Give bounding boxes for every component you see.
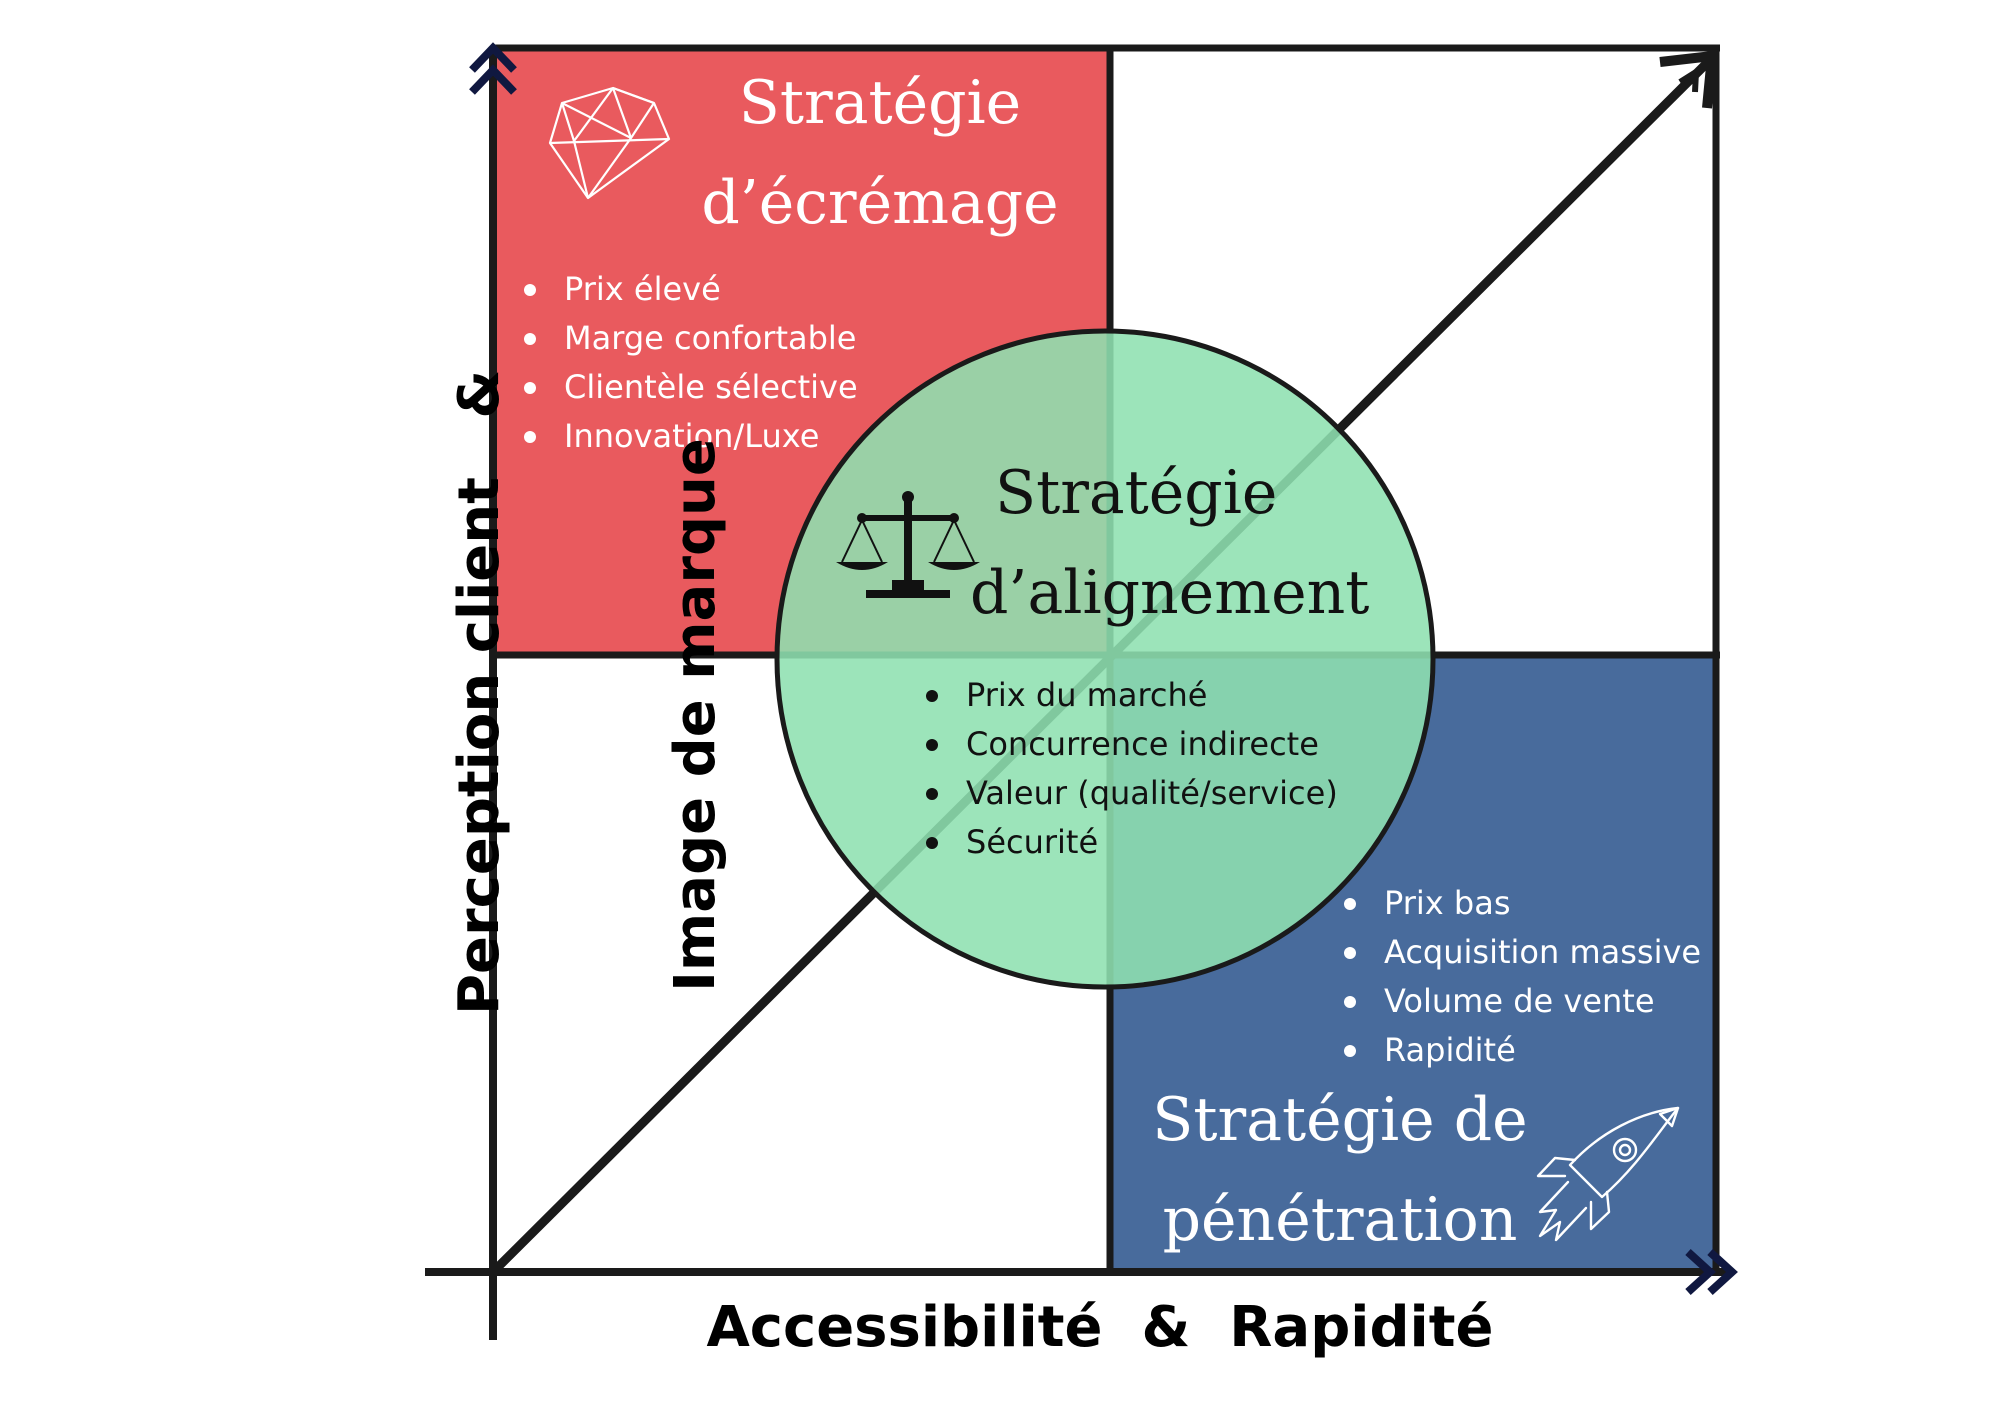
alignment-circle [774,328,1436,990]
list-item: Volume de vente [1340,977,1701,1026]
list-item: Prix bas [1340,879,1701,928]
list-item: Sécurité [922,818,1338,867]
list-item: Valeur (qualité/service) [922,769,1338,818]
list-item: Rapidité [1340,1026,1701,1075]
alignment-title: Stratégie d’alignement [970,443,1390,643]
penetration-title: Stratégie de pénétration [1130,1070,1550,1270]
y-axis-label-line2: Image de marque [663,438,728,992]
penetration-title-line2: pénétration [1162,1185,1518,1255]
y-axis-label: Perception client & Image de marque [300,370,728,1015]
skimming-title-line2: d’écrémage [701,168,1059,238]
diagonal-arrowhead [1659,50,1718,109]
list-item: Prix du marché [922,671,1338,720]
rocket-icon [1536,1106,1680,1242]
diamond-icon [548,86,671,200]
list-item: Concurrence indirecte [922,720,1338,769]
list-item: Prix élevé [520,265,858,314]
diagonal-arrowhead-inner [1678,66,1700,93]
y-axis-arrow-icon [469,42,517,95]
list-item: Innovation/Luxe [520,412,858,461]
skimming-title-line1: Stratégie [738,68,1022,138]
y-axis-label-line1: Perception client & [447,369,512,1015]
alignment-bullet-list: Prix du marché Concurrence indirecte Val… [922,671,1338,867]
x-axis-label: Accessibilité & Rapidité [706,1295,1494,1360]
x-axis-arrow-icon [1685,1249,1738,1295]
skimming-bullet-list: Prix élevé Marge confortable Clientèle s… [520,265,858,461]
penetration-title-line1: Stratégie de [1152,1085,1528,1155]
balance-scale-icon [836,491,980,598]
penetration-bullet-list: Prix bas Acquisition massive Volume de v… [1340,879,1701,1075]
alignment-title-line1: Stratégie [995,458,1278,528]
list-item: Marge confortable [520,314,858,363]
alignment-title-line2: d’alignement [970,558,1370,628]
skimming-title: Stratégie d’écrémage [660,53,1100,253]
list-item: Clientèle sélective [520,363,858,412]
list-item: Acquisition massive [1340,928,1701,977]
